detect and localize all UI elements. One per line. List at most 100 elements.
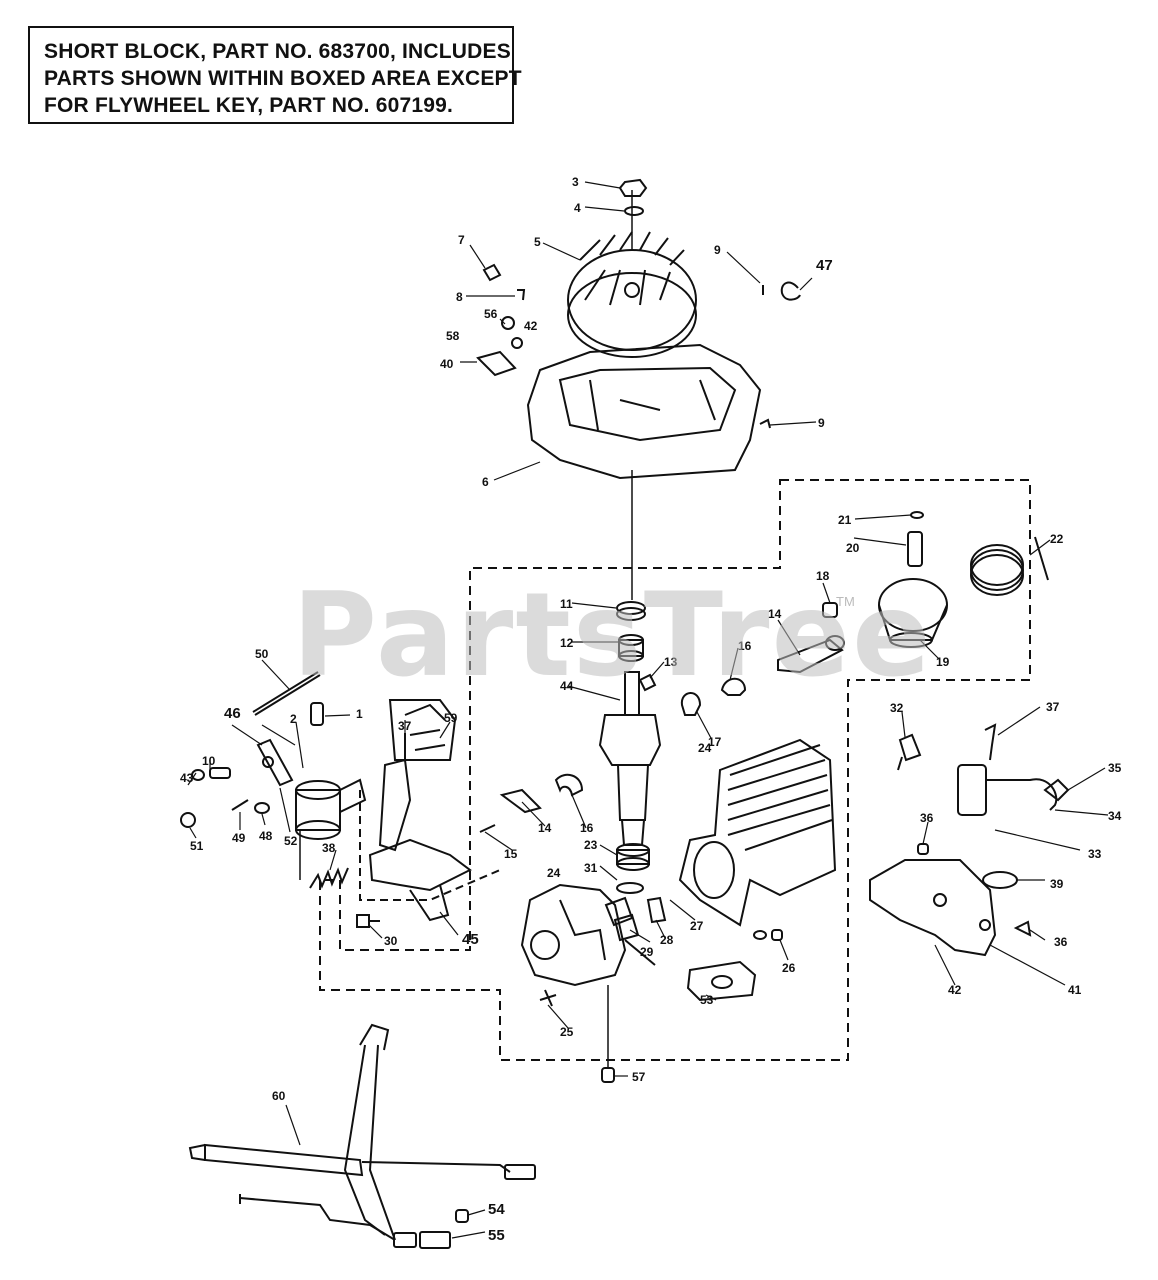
callout-8: 8	[456, 290, 463, 304]
callout-40: 40	[440, 357, 454, 371]
callout-45: 45	[462, 931, 479, 948]
note-line-1: SHORT BLOCK, PART NO. 683700, INCLUDES	[44, 40, 511, 63]
callout-16a: 16	[738, 639, 752, 653]
callout-50: 50	[255, 647, 269, 661]
callout-26: 26	[782, 961, 796, 975]
callout-11: 11	[560, 597, 573, 611]
ignition-bracket-41	[869, 859, 997, 957]
callout-55: 55	[488, 1227, 505, 1244]
note-line-3: FOR FLYWHEEL KEY, PART NO. 607199.	[44, 94, 454, 117]
callout-labels: 1 2 3 4 5 6 7 8 9 9 10 11 12 13 14 14 15…	[180, 175, 1122, 1244]
piston-pin	[907, 511, 924, 567]
clip-16a	[554, 773, 584, 797]
nut-36	[917, 843, 929, 855]
wire-harness	[188, 1023, 536, 1249]
clip-47	[780, 281, 801, 301]
screw-9b	[759, 418, 771, 429]
callout-56: 56	[484, 307, 498, 321]
callout-3: 3	[572, 175, 579, 189]
callout-36b: 36	[1054, 935, 1068, 949]
cylinder	[678, 738, 837, 940]
stop-switch-56	[501, 316, 523, 349]
callout-52: 52	[284, 834, 298, 848]
callout-19: 19	[936, 655, 950, 669]
bearing	[618, 634, 644, 662]
callout-41: 41	[1068, 983, 1082, 997]
callout-9a: 9	[714, 243, 721, 257]
gasket-28	[646, 896, 667, 924]
gasket-53	[686, 960, 757, 1002]
callout-53: 53	[700, 993, 714, 1007]
rod-cap	[720, 677, 747, 696]
primer-pump	[295, 778, 367, 840]
counterweight-14	[499, 788, 542, 814]
callout-9b: 9	[818, 416, 825, 430]
callout-13: 13	[664, 655, 678, 669]
piston-rings	[970, 536, 1049, 596]
callout-23: 23	[584, 838, 598, 852]
callout-30: 30	[384, 934, 398, 948]
screw-57	[601, 1067, 615, 1083]
callout-37a: 37	[398, 719, 412, 733]
primer-cap	[310, 702, 324, 726]
callout-51: 51	[190, 839, 204, 853]
note-line-2: PARTS SHOWN WITHIN BOXED AREA EXCEPT	[44, 67, 522, 90]
callout-43: 43	[180, 771, 194, 785]
screw-25	[539, 989, 557, 1007]
fuel-line-50	[252, 671, 321, 716]
callout-33: 33	[1088, 847, 1102, 861]
callout-31: 31	[584, 861, 598, 875]
pin-bushing	[822, 602, 838, 618]
screw-30	[356, 914, 380, 928]
callout-57: 57	[632, 1070, 646, 1084]
callout-47: 47	[816, 257, 833, 274]
spring-clip-39	[982, 871, 1018, 889]
callout-12: 12	[560, 636, 574, 650]
callout-27: 27	[690, 919, 704, 933]
callout-36a: 36	[920, 811, 934, 825]
callout-49: 49	[232, 831, 246, 845]
spark-plug	[897, 733, 922, 771]
blower-housing	[526, 343, 762, 480]
callout-48: 48	[259, 829, 273, 843]
bracket-58	[476, 350, 517, 377]
callout-2: 2	[290, 712, 297, 726]
screw-15	[479, 824, 496, 833]
callout-28: 28	[660, 933, 674, 947]
callout-39: 39	[1050, 877, 1064, 891]
spring-38	[309, 867, 349, 889]
callout-59: 59	[444, 711, 458, 725]
callout-35: 35	[1108, 761, 1122, 775]
callout-60: 60	[272, 1089, 286, 1103]
callout-18: 18	[816, 569, 830, 583]
callout-7: 7	[458, 233, 465, 247]
callout-10: 10	[202, 754, 216, 768]
callout-5: 5	[534, 235, 541, 249]
primer-plate	[256, 738, 294, 787]
callout-4: 4	[574, 201, 581, 215]
callout-22: 22	[1050, 532, 1064, 546]
callout-14a: 14	[768, 607, 782, 621]
leader-lines	[187, 181, 1109, 1239]
carburetor	[520, 883, 656, 987]
callout-16b: 16	[580, 821, 594, 835]
flywheel	[567, 231, 697, 358]
callout-44: 44	[560, 679, 574, 693]
callout-38: 38	[322, 841, 336, 855]
flywheel-key-7	[482, 263, 502, 282]
callout-32: 32	[890, 701, 904, 715]
callout-6: 6	[482, 475, 489, 489]
washer-48	[254, 802, 270, 814]
screw-37b	[984, 723, 997, 761]
callout-25: 25	[560, 1025, 574, 1039]
callout-58: 58	[446, 329, 460, 343]
rod-bolt	[638, 673, 657, 692]
screw-8	[517, 289, 526, 301]
screw-49	[231, 799, 249, 811]
callout-29: 29	[640, 945, 654, 959]
callout-42b: 42	[524, 319, 538, 333]
governor-boundary	[359, 790, 501, 901]
flywheel-nut	[618, 178, 648, 216]
